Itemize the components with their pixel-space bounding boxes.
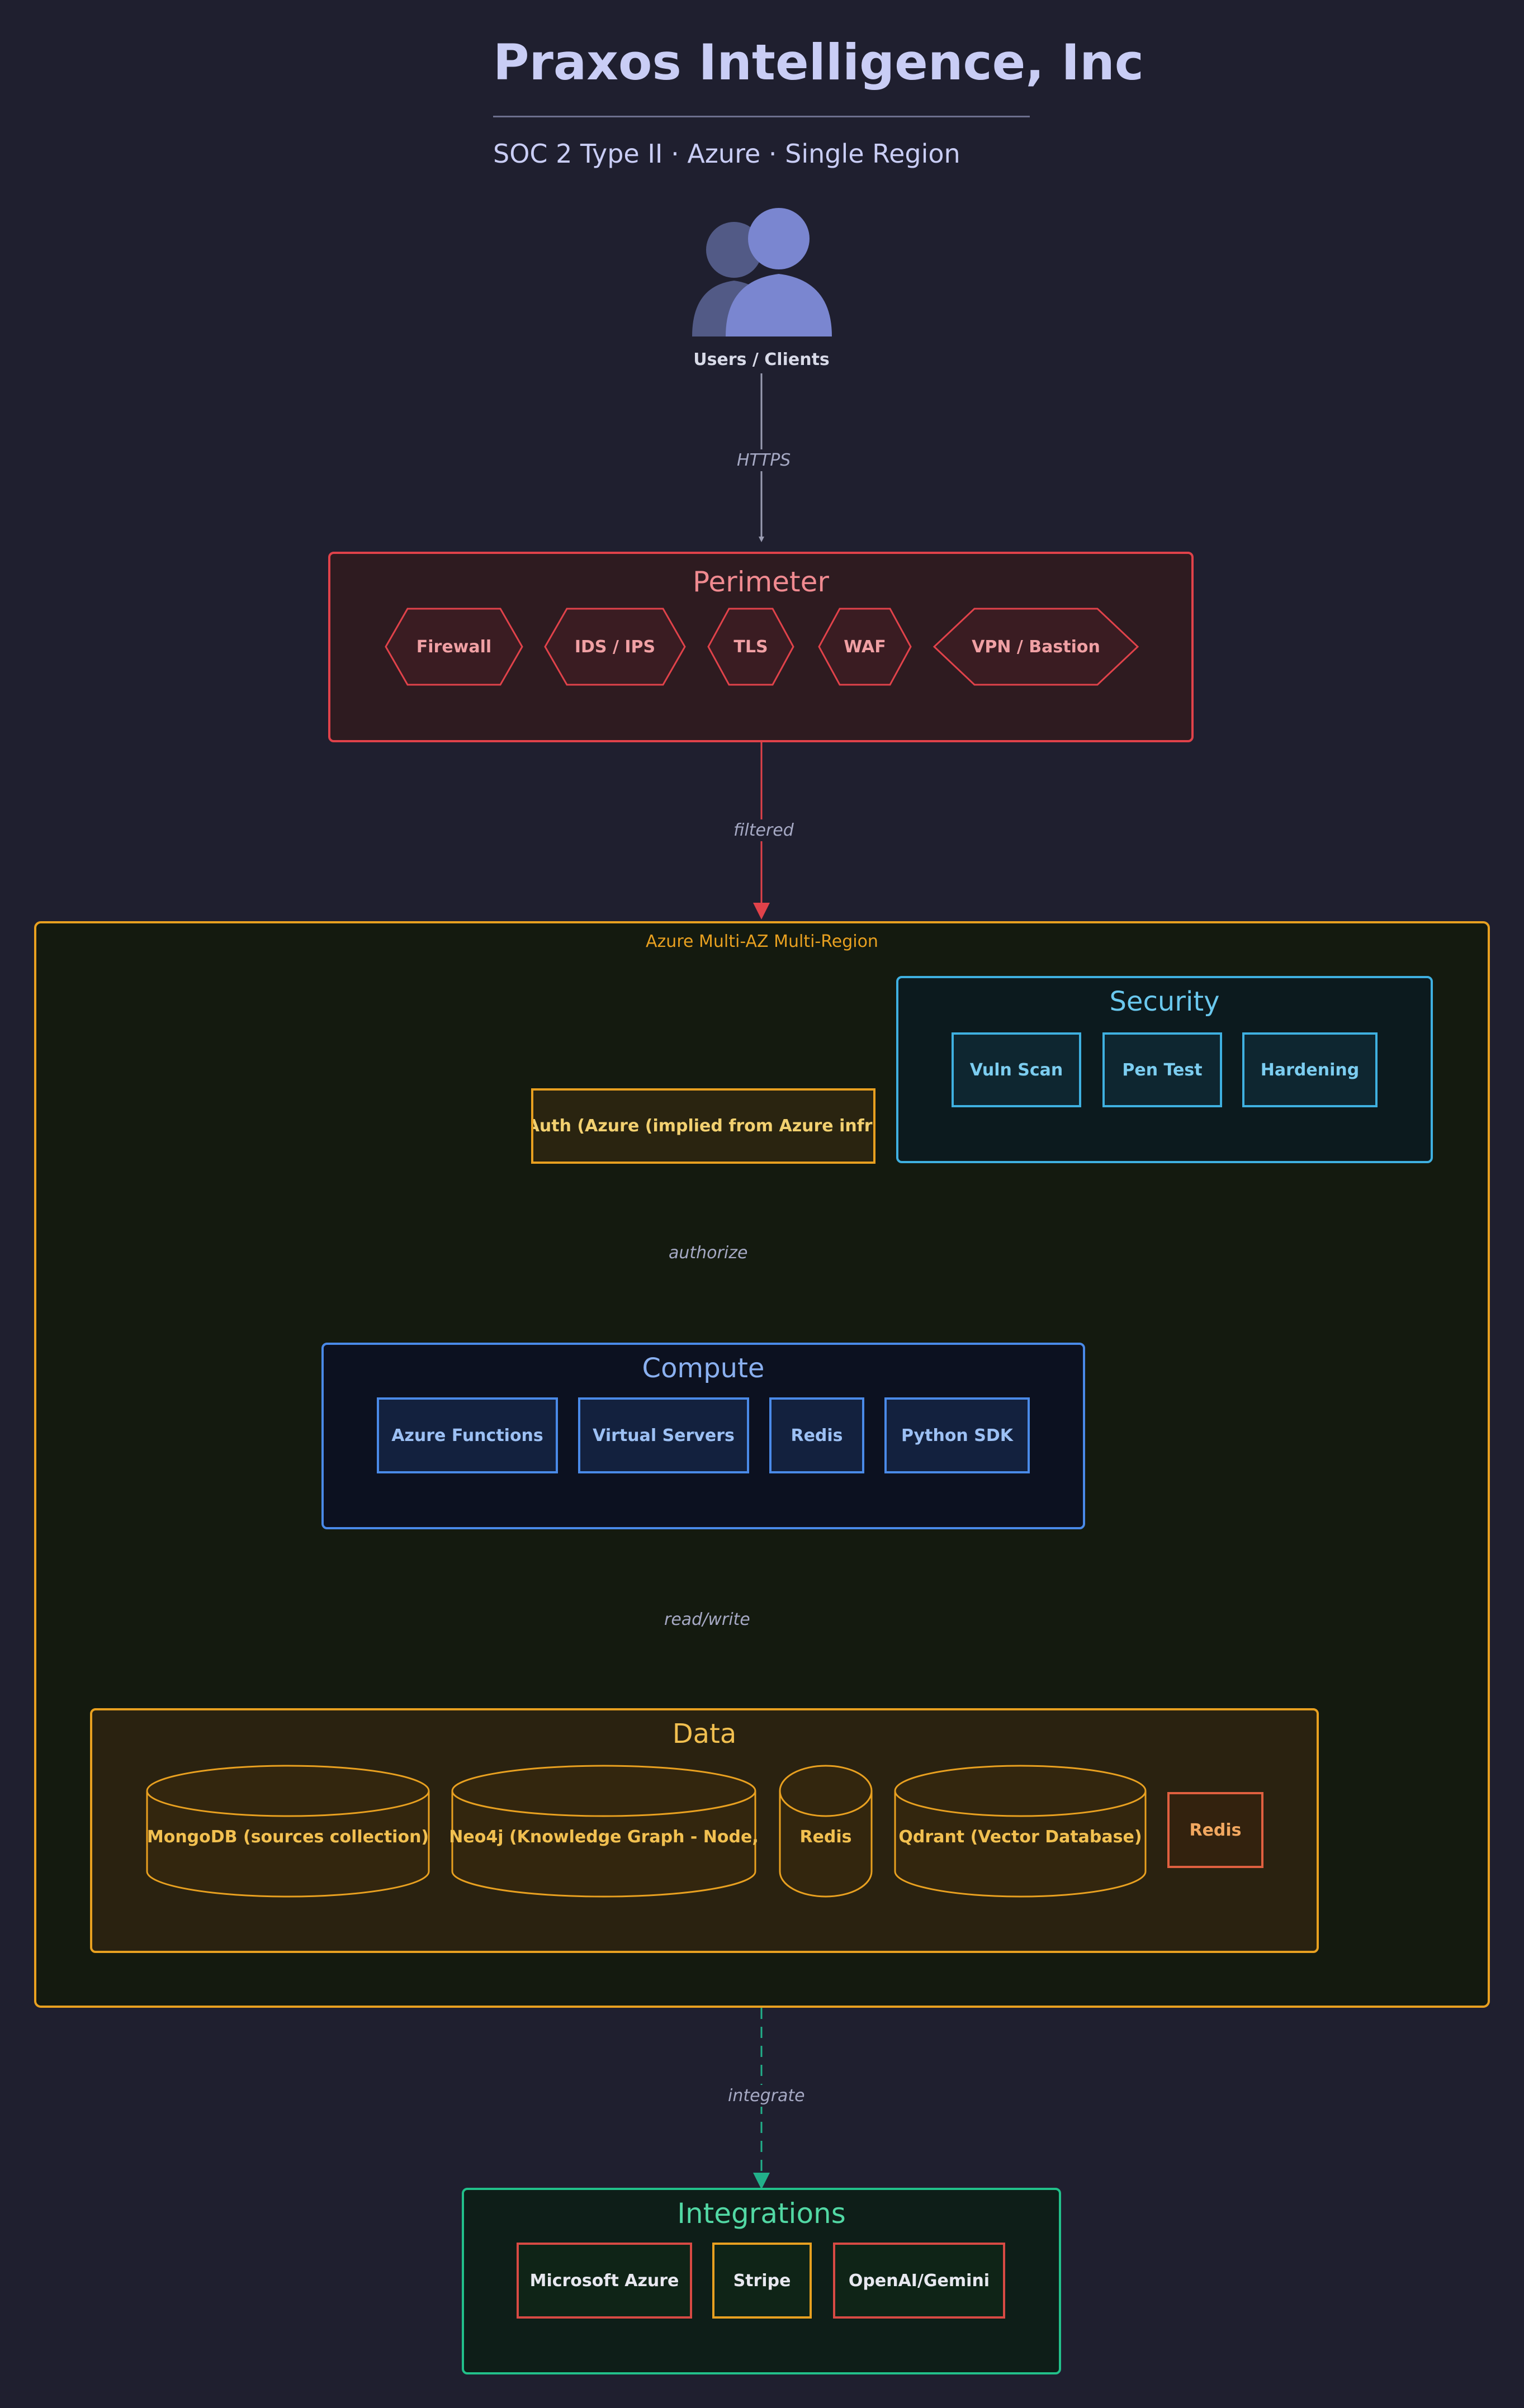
page-title: Praxos Intelligence, Inc [493,34,1144,117]
page-subtitle: SOC 2 Type II · Azure · Single Region [493,139,960,169]
perimeter-item-label: TLS [733,637,768,657]
security-title: Security [1109,986,1220,1017]
compute-item-redis[interactable]: Redis [769,1397,864,1473]
data-item-neo4j[interactable]: Neo4j (Knowledge Graph - Node, [451,1764,757,1898]
edge-label-filtered: filtered [729,819,798,841]
compute-title: Compute [642,1353,765,1384]
perimeter-item-label: VPN / Bastion [972,637,1100,657]
security-item-vuln-scan[interactable]: Vuln Scan [952,1032,1081,1107]
edge-label-read-write: read/write [660,1609,755,1630]
data-item-label: Redis [799,1827,852,1847]
auth-node[interactable]: Auth (Azure (implied from Azure infr) [531,1088,875,1164]
data-title: Data [672,1718,737,1750]
data-item-label: MongoDB (sources collection) [146,1827,429,1847]
compute-item-python-sdk[interactable]: Python SDK [884,1397,1030,1473]
compute-item-azure-functions[interactable]: Azure Functions [377,1397,558,1473]
integration-item-microsoft-azure[interactable]: Microsoft Azure [517,2243,692,2319]
data-item-label: Qdrant (Vector Database) [898,1827,1142,1847]
perimeter-item-label: IDS / IPS [574,637,656,657]
perimeter-item-label: Firewall [416,637,492,657]
security-item-hardening[interactable]: Hardening [1242,1032,1378,1107]
compute-item-virtual-servers[interactable]: Virtual Servers [578,1397,749,1473]
perimeter-item-tls[interactable]: TLS [707,607,795,686]
perimeter-item-waf[interactable]: WAF [817,607,912,686]
perimeter-item-ids-ips[interactable]: IDS / IPS [543,607,687,686]
data-item-mongodb[interactable]: MongoDB (sources collection) [145,1764,430,1898]
users-icon [687,202,837,342]
data-item-redis[interactable]: Redis [1167,1792,1263,1868]
cloud-region-title: Azure Multi-AZ Multi-Region [646,931,878,951]
users-label: Users / Clients [693,349,830,369]
perimeter-item-label: WAF [844,637,886,657]
data-item-qdrant[interactable]: Qdrant (Vector Database) [893,1764,1147,1898]
integration-item-stripe[interactable]: Stripe [712,2243,812,2319]
integrations-title: Integrations [677,2197,846,2230]
perimeter-item-firewall[interactable]: Firewall [384,607,524,686]
edge-label-integrate: integrate [723,2085,810,2107]
perimeter-item-vpn-bastion[interactable]: VPN / Bastion [933,607,1139,686]
data-item-redis-cache[interactable]: Redis [778,1764,873,1898]
perimeter-title: Perimeter [693,566,829,598]
integration-item-openai-gemini[interactable]: OpenAI/Gemini [833,2243,1005,2319]
edge-label-authorize: authorize [664,1242,752,1264]
edge-label-https: HTTPS [732,449,796,471]
security-item-pen-test[interactable]: Pen Test [1102,1032,1222,1107]
data-item-label: Neo4j (Knowledge Graph - Node, [451,1827,757,1847]
